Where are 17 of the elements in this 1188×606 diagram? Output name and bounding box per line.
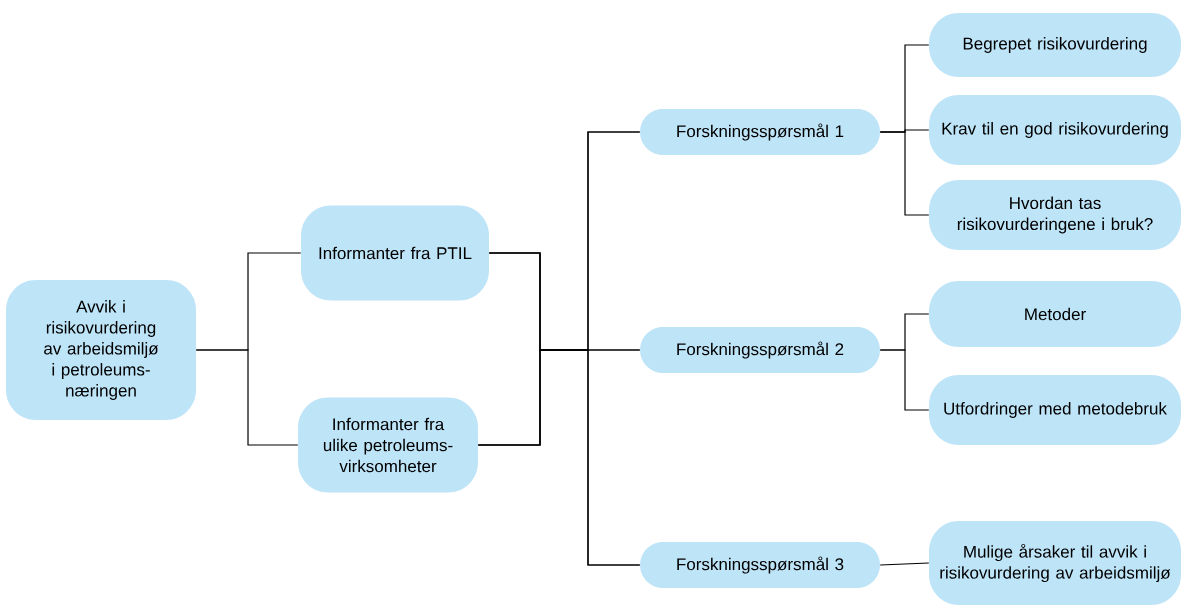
connector — [879, 349, 930, 411]
rounded-box: Informanter fra PTIL — [301, 205, 489, 301]
rounded-box: Forskningsspørsmål 2 — [640, 327, 880, 373]
rounded-box: Krav til en god risikovurdering — [929, 95, 1181, 165]
rounded-box: Mulige årsaker til avvik i risikovurdering av arbeidsmiljø — [929, 521, 1181, 605]
rounded-box: Avvik i risikovurdering av arbeidsmiljø i petroleums- næringen — [6, 280, 196, 420]
connector — [879, 562, 930, 566]
rounded-box: Informanter fra ulike petroleums- virksomheter — [298, 397, 478, 493]
rounded-box: Forskningsspørsmål 1 — [640, 109, 880, 155]
rounded-box: Utfordringer med metodebruk — [929, 375, 1181, 445]
connector — [195, 349, 299, 446]
rounded-box: Metoder — [929, 281, 1181, 347]
connector — [477, 349, 641, 566]
rounded-box: Hvordan tas risikovurderingene i bruk? — [929, 180, 1181, 250]
connector — [879, 131, 930, 216]
rounded-box: Forskningsspørsmål 3 — [640, 542, 880, 588]
rounded-box: Begrepet risikovurdering — [929, 13, 1181, 77]
